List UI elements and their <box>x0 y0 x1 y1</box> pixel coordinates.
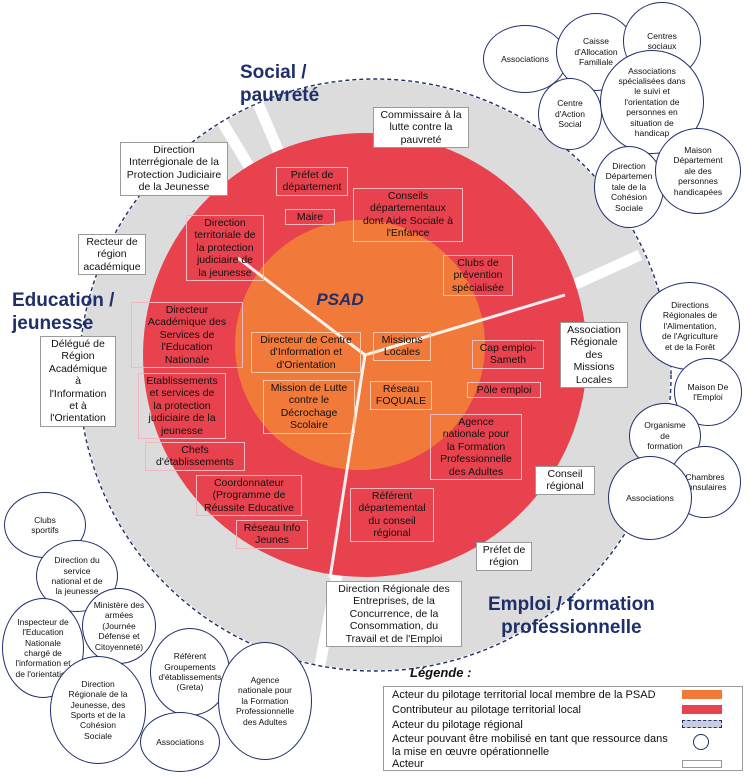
sector-title-emploi: Emploi / formation professionnelle <box>488 594 655 638</box>
grey-item: Direction Régionale des Entreprises, de … <box>326 581 462 647</box>
sector-title-education: Education / jeunesse <box>12 290 115 334</box>
resource-circle: Centre d'Action Social <box>538 78 602 150</box>
red-separator <box>364 293 566 357</box>
red-item: Cap emploi- Sameth <box>472 340 544 369</box>
dashed-outline <box>78 78 672 672</box>
resource-circle: Directions Régionales de l'Alimentation,… <box>640 282 740 370</box>
grey-item: Direction Interrégionale de la Protectio… <box>120 142 228 196</box>
resource-circle: Direction Régionale de la Jeunesse, des … <box>50 656 146 764</box>
red-item: Conseils départementaux dont Aide Social… <box>353 188 463 242</box>
core-item: Réseau FOQUALE <box>370 381 432 410</box>
red-item: Coordonnateur (Programme de Réussite Edu… <box>196 475 302 517</box>
red-item: Réseau Info Jeunes <box>236 520 308 549</box>
resource-circle: Référent Groupements d'établissements (G… <box>150 628 230 716</box>
red-separator <box>237 256 366 357</box>
legend-label: Acteur pouvant être mobilisé en tant que… <box>392 733 668 759</box>
legend-swatch-circle <box>693 734 709 750</box>
legend-swatch-dashed <box>682 720 722 728</box>
legend-label: Acteur <box>392 758 424 770</box>
core-item: Mission de Lutte contre le Décrochage Sc… <box>263 380 355 434</box>
resource-circle: Maison Département ale des personnes han… <box>655 128 741 214</box>
resource-circle: Agence nationale pour la Formation Profe… <box>218 642 312 760</box>
red-item: Maire <box>285 209 335 226</box>
resource-circle: Associations <box>140 712 220 772</box>
legend-label: Contributeur au pilotage territorial loc… <box>392 704 581 716</box>
core-item: Missions Locales <box>373 332 431 361</box>
grey-item: Recteur de région académique <box>78 234 146 276</box>
sector-title-social: Social / pauvreté <box>240 62 320 106</box>
red-item: Directeur Académique des Services de l'E… <box>131 302 243 368</box>
resource-circle: Associations <box>608 456 692 540</box>
red-item: Pôle emploi <box>467 382 541 399</box>
red-item: Direction territoriale de la protection … <box>186 215 264 281</box>
resource-circle: Direction Départemen tale de la Cohésion… <box>594 146 664 228</box>
center-title: PSAD <box>316 290 364 309</box>
grey-item: Conseil régional <box>535 466 595 495</box>
legend-label: Acteur du pilotage régional <box>392 719 523 731</box>
legend-swatch-orange <box>682 690 722 699</box>
red-item: Etablissements et services de la protect… <box>138 373 226 439</box>
legend-swatch-red <box>682 705 722 714</box>
legend-swatch-box <box>682 760 722 768</box>
legend-title: Légende : <box>410 665 472 680</box>
core-item: Directeur de Centre d'Information et d'O… <box>251 332 361 374</box>
red-item: Référent départemental du conseil région… <box>350 488 434 542</box>
grey-item: Commissaire à la lutte contre la pauvret… <box>373 107 469 149</box>
red-item: Clubs de prévention spécialisée <box>443 255 513 297</box>
red-separator <box>328 354 367 579</box>
red-item: Agence nationale pour la Formation Profe… <box>430 414 522 480</box>
legend: Acteur du pilotage territorial local mem… <box>383 686 743 771</box>
grey-item: Délégué de Région Académique à l'Informa… <box>40 336 116 427</box>
red-item: Chefs d'établissements <box>145 442 245 471</box>
legend-label: Acteur du pilotage territorial local mem… <box>392 689 656 701</box>
grey-item: Association Régionale des Missions Local… <box>560 322 628 388</box>
red-item: Préfet de département <box>276 167 348 196</box>
grey-item: Préfet de région <box>476 542 532 571</box>
resource-circle: Inspecteur de l'Education Nationale char… <box>2 598 84 698</box>
resource-circle: Ministère des armées (Journée Défense et… <box>82 588 156 664</box>
